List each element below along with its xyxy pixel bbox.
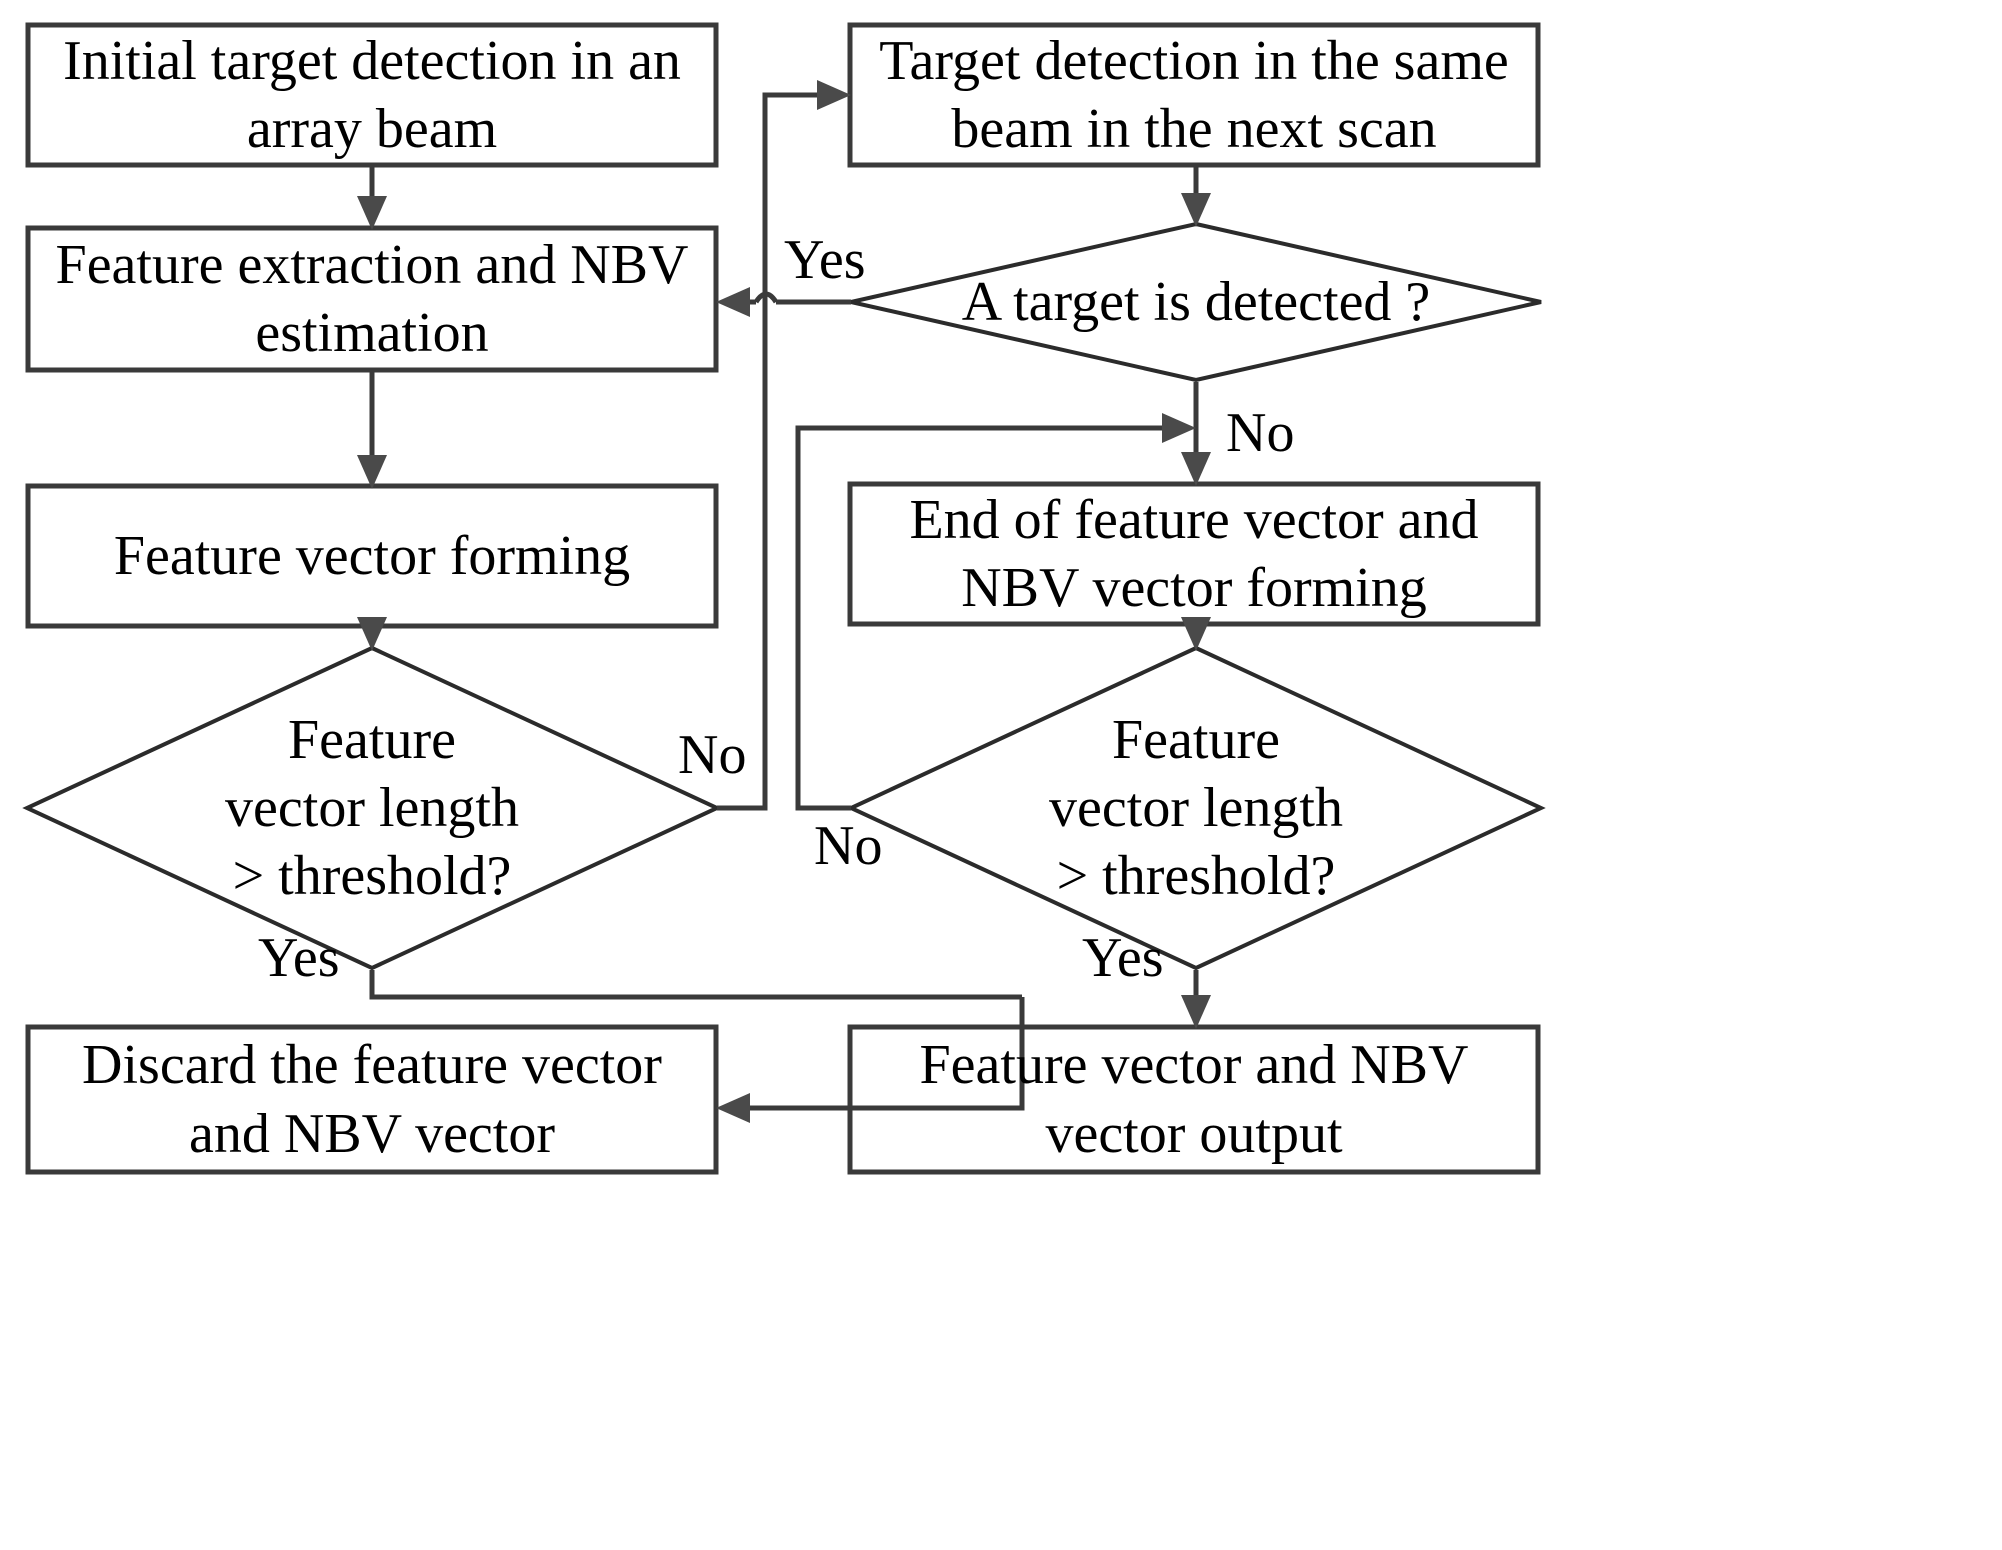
edge-label-no-left-threshold: No [678,724,747,786]
node-initial-detection[interactable] [25,22,719,168]
edge-forming-to-left-decision [357,617,387,651]
edge-right-decision-no-join [795,413,1196,811]
edge-label-yes-left-threshold: Yes [258,927,340,989]
edge-next-scan-to-target-decision [1181,167,1211,227]
edge-right-decision-yes-to-output [1181,970,1211,1029]
edge-extraction-to-forming [357,372,387,489]
edge-left-decision-no-to-next-scan [717,80,851,811]
edge-label-no-right-threshold: No [814,815,883,877]
edge-left-decision-yes-to-discard [369,970,1022,1000]
node-vectors-output[interactable] [847,1024,1541,1175]
node-target-detection-next-scan[interactable] [847,22,1541,168]
node-left-threshold-decision[interactable] [22,645,722,971]
node-end-of-forming[interactable] [847,481,1541,627]
edge-target-decision-yes-to-extraction [716,287,851,317]
edge-label-yes-right-threshold: Yes [1082,927,1164,989]
edge-initial-to-extraction [357,167,387,230]
edge-label-yes-target-detected: Yes [784,229,866,291]
node-feature-extraction[interactable] [25,225,719,373]
edge-target-decision-no-to-end-forming [1181,382,1211,486]
edge-right-decision-no-to-discard [716,997,1025,1123]
edge-label-no-target-detected: No [1226,402,1295,464]
node-discard-vectors[interactable] [25,1024,719,1175]
node-target-detected-decision[interactable] [850,221,1542,383]
node-right-threshold-decision[interactable] [846,645,1546,971]
node-feature-vector-forming[interactable] [25,483,719,629]
edge-end-forming-to-right-decision [1181,617,1211,651]
